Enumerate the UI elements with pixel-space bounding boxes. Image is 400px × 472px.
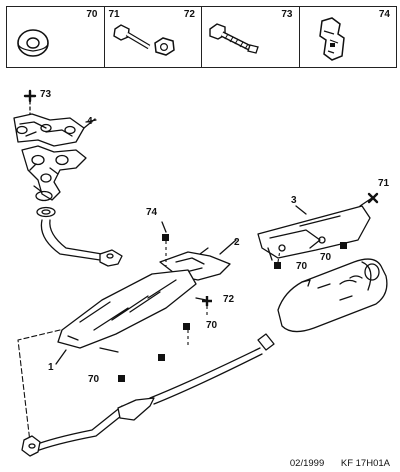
square-markers <box>118 234 347 382</box>
callout-70-b: 70 <box>296 261 308 272</box>
callout-73: 73 <box>40 89 52 100</box>
callout-70-c: 70 <box>206 320 218 331</box>
nut-icon <box>153 37 175 56</box>
bolt-icon <box>112 24 175 56</box>
heat-shield-part-4 <box>13 113 96 147</box>
callout-72: 72 <box>223 294 235 305</box>
callout-71: 71 <box>378 178 390 189</box>
footer-reference: KF 17H01A <box>340 458 390 469</box>
drawing-footer: 02/1999 KF 17H01A <box>276 458 390 469</box>
fastener-73-marker <box>23 89 37 103</box>
legend-number: 73 <box>281 9 293 20</box>
marker-70 <box>340 242 347 249</box>
legend-number: 74 <box>378 9 390 20</box>
exhaust-manifold <box>21 145 87 202</box>
callout-3: 3 <box>291 195 297 206</box>
callout-4: 4 <box>87 116 93 127</box>
marker-70 <box>118 375 125 382</box>
callout-74: 74 <box>146 207 158 218</box>
heat-shield-part-3 <box>257 205 371 261</box>
legend-cell-74: 74 <box>300 7 397 67</box>
screw-icon <box>209 23 259 54</box>
parts-legend: 70 71 72 73 74 <box>6 6 397 68</box>
clip-icon <box>318 17 345 61</box>
legend-number: 71 <box>108 9 120 20</box>
callout-70-a: 70 <box>320 252 332 263</box>
rear-silencer <box>277 258 388 333</box>
legend-number: 72 <box>183 9 195 20</box>
exhaust-system-diagram: 73 4 3 71 74 2 70 70 72 70 1 70 <box>13 89 390 457</box>
exhaust-tailpipe <box>31 333 275 453</box>
front-heat-shield-part-1 <box>57 269 197 353</box>
marker-74 <box>162 234 169 241</box>
legend-number: 70 <box>86 9 98 20</box>
legend-cell-71-72: 71 72 <box>105 7 202 67</box>
marker-70 <box>158 354 165 361</box>
fastener-71-marker <box>367 192 379 204</box>
callout-2: 2 <box>234 237 240 248</box>
legend-cell-70: 70 <box>7 7 105 67</box>
washer-icon <box>17 29 49 57</box>
marker-70 <box>183 323 190 330</box>
legend-cell-73: 73 <box>202 7 300 67</box>
callout-1: 1 <box>48 362 54 373</box>
marker-70 <box>274 262 281 269</box>
pipe-flange <box>21 435 41 457</box>
footer-date: 02/1999 <box>289 458 325 469</box>
front-pipe <box>36 206 123 267</box>
fastener-72-marker <box>202 296 212 306</box>
callout-70-d: 70 <box>88 374 100 385</box>
